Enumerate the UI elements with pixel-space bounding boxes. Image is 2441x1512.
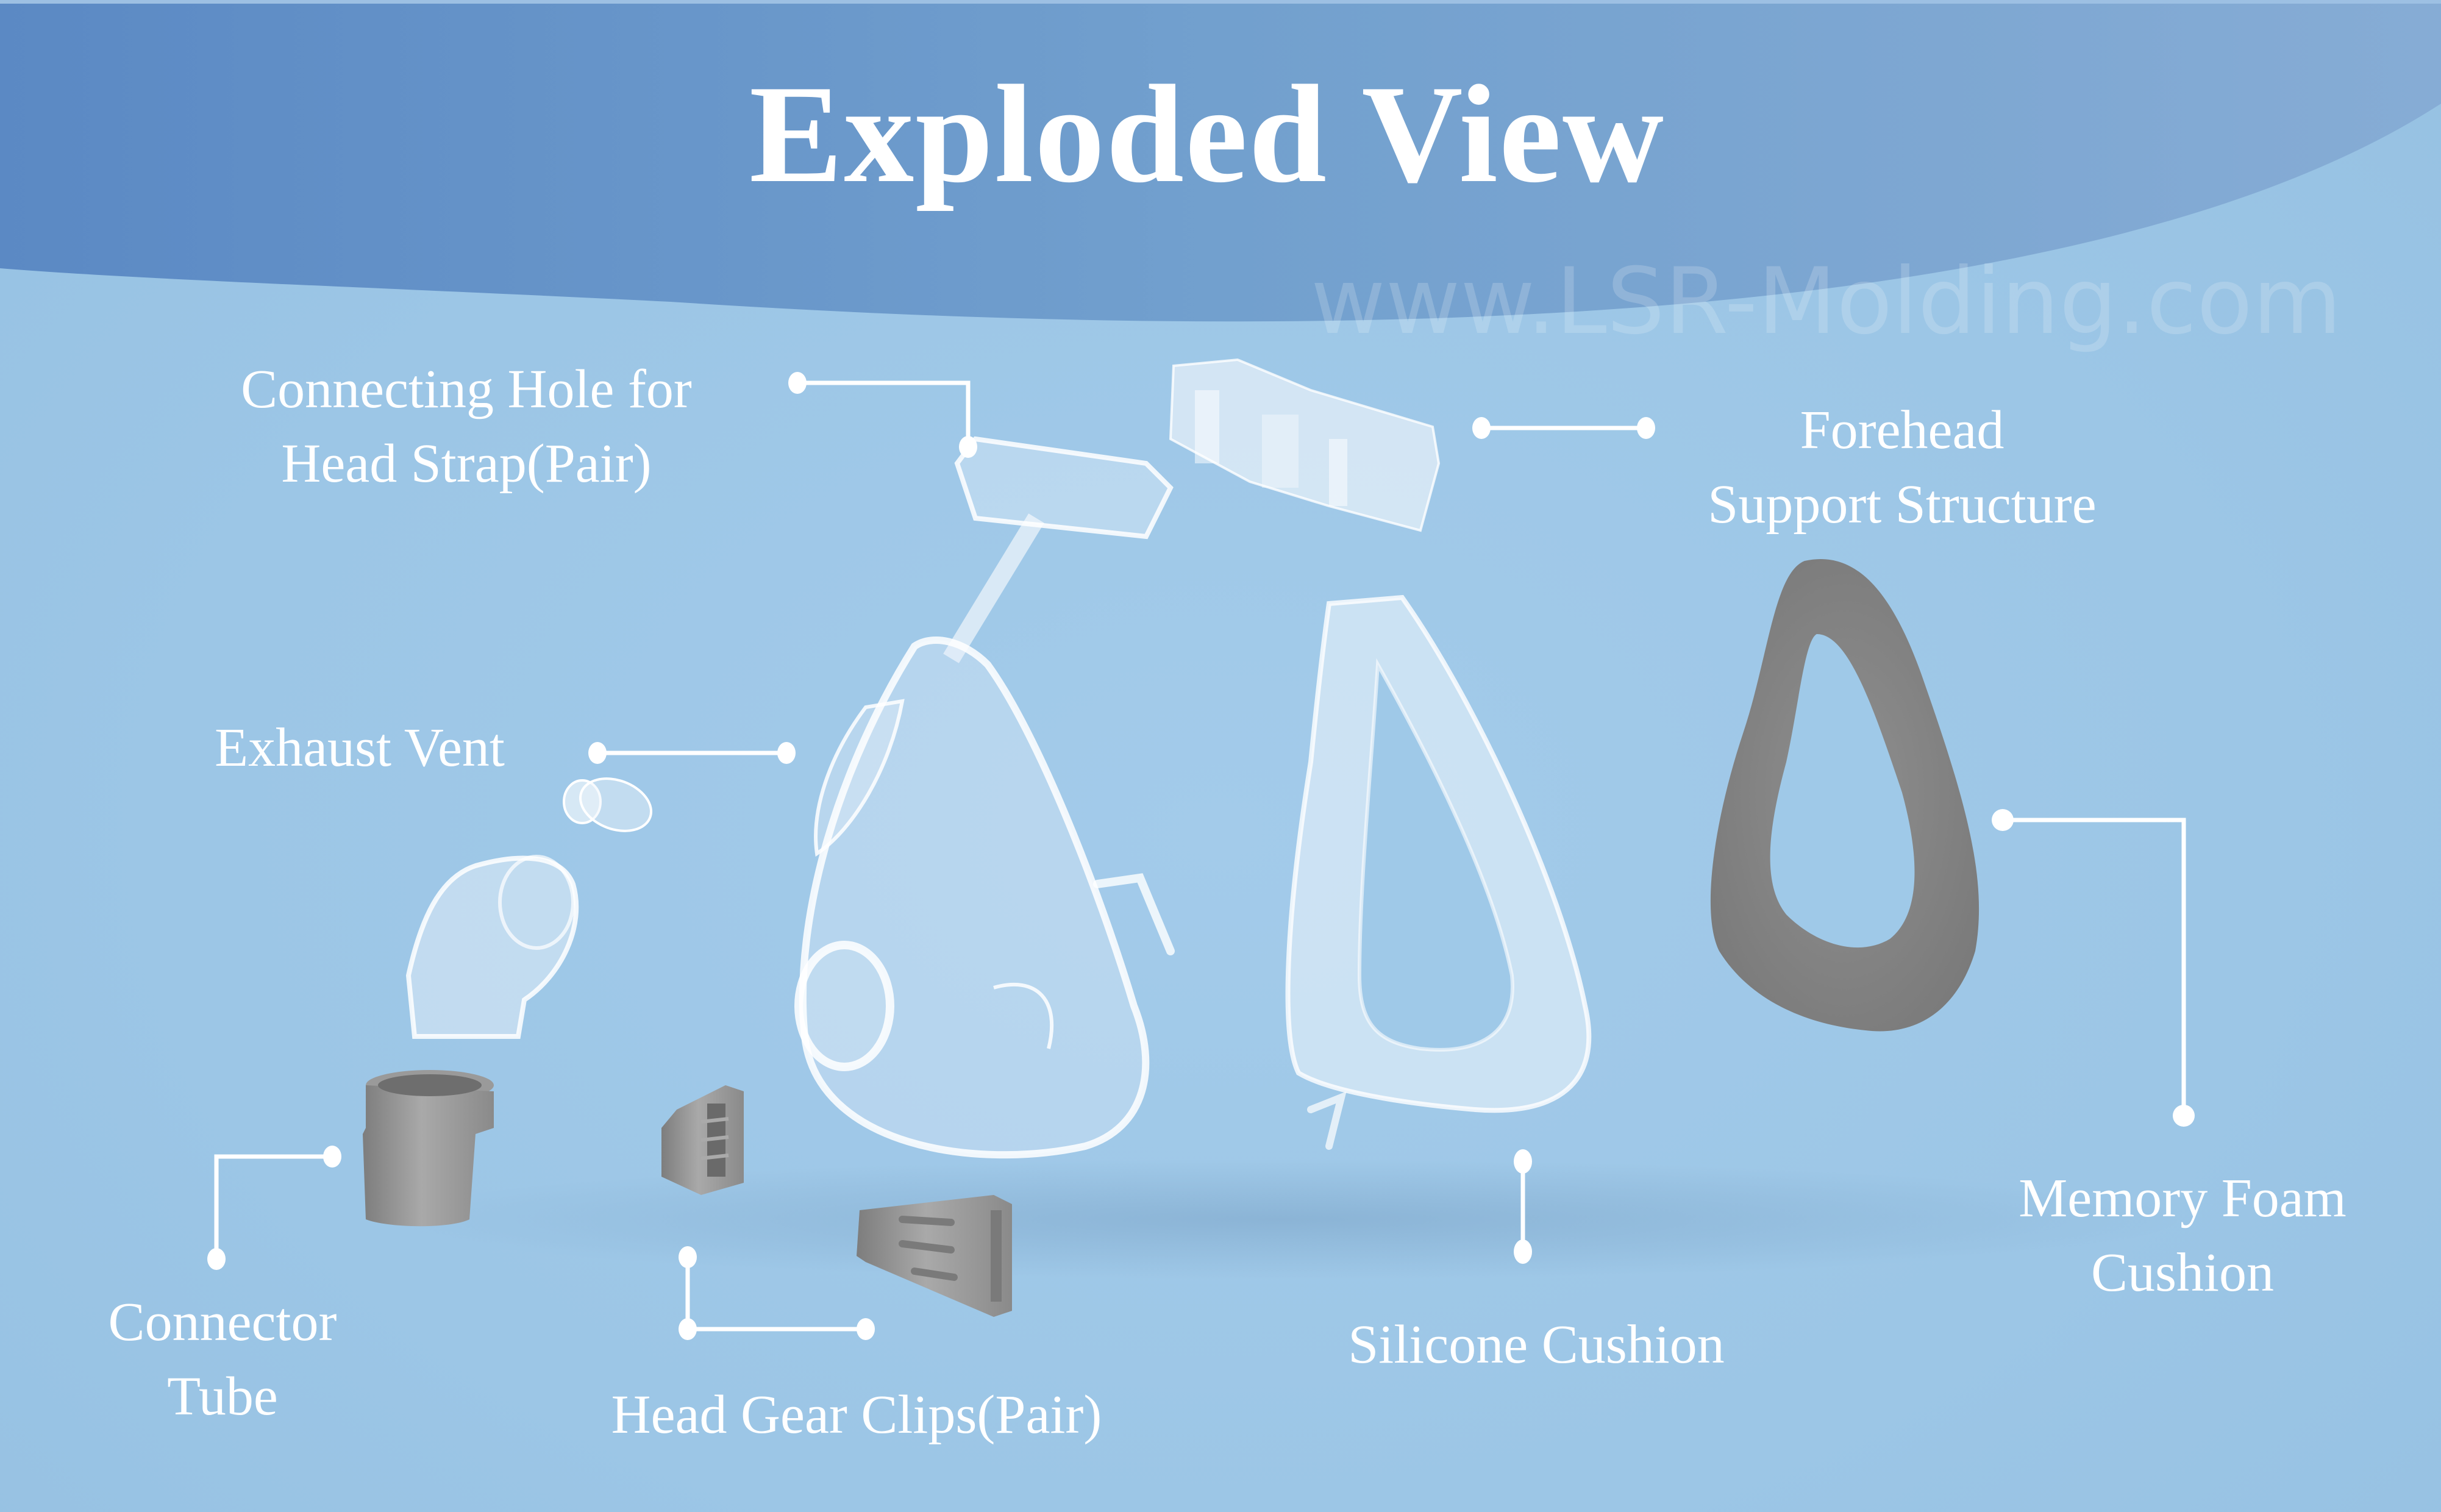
elbow-connector-part	[405, 855, 579, 1039]
head-gear-clip-left-part	[661, 1085, 744, 1195]
label-exhaust-vent-line1: Exhaust Vent	[215, 718, 505, 778]
label-forehead-support-line1: Forehead	[1800, 400, 2004, 460]
callout-connector-tube	[207, 1146, 341, 1270]
label-head-gear-clips-line1: Head Gear Clips(Pair)	[611, 1385, 1102, 1445]
label-connector-tube: Connector Tube	[79, 1285, 366, 1434]
label-connector-tube-line1: Connector	[108, 1292, 337, 1352]
label-head-gear-clips: Head Gear Clips(Pair)	[561, 1378, 1152, 1452]
connector-tube-part	[363, 1070, 494, 1227]
watermark: www.LSR-Molding.com	[1311, 249, 2342, 355]
label-forehead-support: Forehead Support Structure	[1670, 393, 2134, 542]
label-exhaust-vent: Exhaust Vent	[177, 711, 543, 785]
callout-forehead-support	[1472, 417, 1655, 439]
label-connecting-hole: Connecting Hole for Head Strap(Pair)	[201, 352, 732, 501]
callout-connecting-hole	[788, 372, 977, 458]
label-connecting-hole-line1: Connecting Hole for	[241, 359, 692, 419]
memory-foam-cushion-part	[1710, 558, 1980, 1032]
label-forehead-support-line2: Support Structure	[1708, 474, 2097, 535]
page-title: Exploded View	[749, 56, 1666, 212]
label-memory-foam: Memory Foam Cushion	[1981, 1161, 2384, 1310]
callout-memory-foam	[1992, 809, 2195, 1127]
label-memory-foam-line2: Cushion	[2090, 1243, 2275, 1303]
label-connecting-hole-line2: Head Strap(Pair)	[281, 433, 652, 494]
silicone-cushion-part	[1285, 594, 1592, 1150]
exhaust-vent-part	[563, 777, 653, 832]
header-band	[0, 0, 2441, 322]
forehead-support-part	[1169, 358, 1441, 532]
label-silicone-cushion-line1: Silicone Cushion	[1348, 1314, 1725, 1375]
callout-exhaust-vent	[588, 742, 796, 764]
callout-silicone-cushion	[1514, 1149, 1532, 1264]
label-connector-tube-line2: Tube	[167, 1366, 278, 1427]
mask-frame-part	[794, 436, 1174, 1159]
frame-pin-part	[1093, 873, 1175, 955]
callout-head-gear-clips	[679, 1246, 875, 1340]
label-memory-foam-line1: Memory Foam	[2019, 1168, 2347, 1228]
head-gear-clip-right-part	[857, 1195, 1012, 1317]
label-silicone-cushion: Silicone Cushion	[1311, 1308, 1762, 1382]
